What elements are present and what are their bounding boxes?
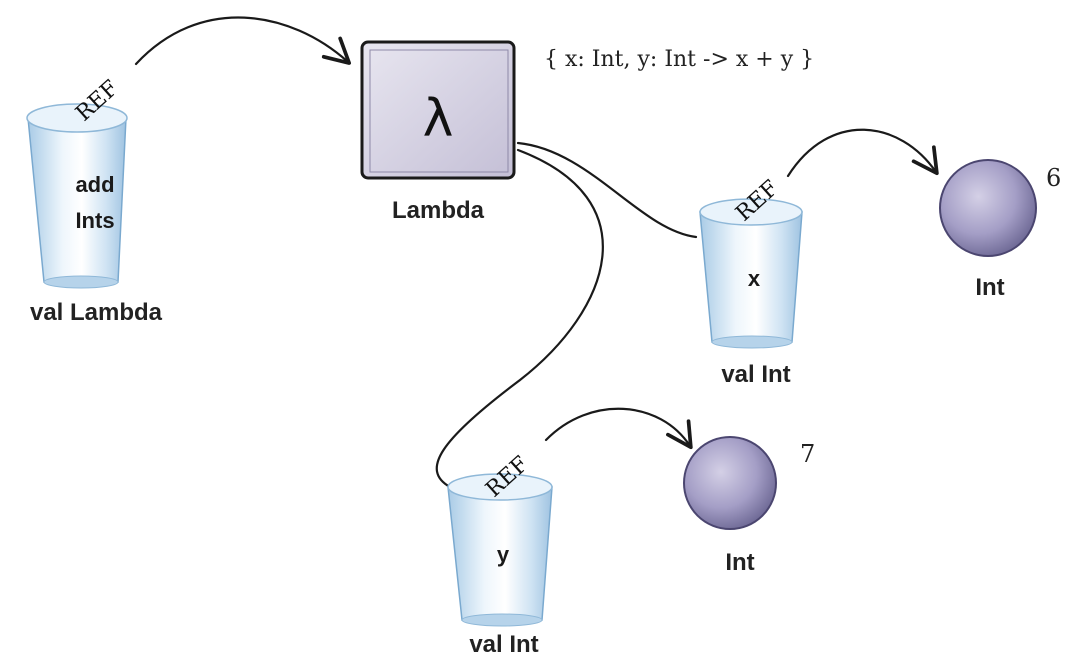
lambda-symbol: λ (423, 89, 454, 149)
line-lambda-to-y (435, 148, 604, 489)
cup-y: y REF (447, 452, 553, 627)
arrow-y-to-int (544, 407, 693, 450)
cup-add-ints-type-label: val Lambda (30, 299, 163, 326)
cup-y-type-label: val Int (469, 631, 538, 658)
int-sphere-y (683, 436, 777, 530)
cup-x-name: x (748, 266, 761, 291)
int-sphere-x (939, 159, 1037, 257)
line-lambda-to-x (516, 141, 698, 239)
int-y-value: 7 (800, 440, 815, 468)
lambda-code: { x: Int, y: Int -> x + y } (544, 47, 814, 72)
cup-add-ints-name-line1: add (75, 172, 114, 197)
cup-add-ints-name-line2: Ints (75, 208, 114, 233)
cup-x-type-label: val Int (721, 361, 790, 388)
int-x-type-label: Int (975, 274, 1004, 301)
arrow-addints-to-lambda (134, 16, 351, 66)
int-y-type-label: Int (725, 549, 754, 576)
lambda-box: λ (360, 40, 516, 180)
cup-y-name: y (497, 542, 510, 567)
lambda-type-label: Lambda (392, 197, 485, 224)
arrow-x-to-int (786, 128, 939, 178)
int-x-value: 6 (1046, 164, 1061, 192)
cup-x: x REF (699, 176, 803, 349)
cup-add-ints: add Ints REF (26, 76, 128, 289)
